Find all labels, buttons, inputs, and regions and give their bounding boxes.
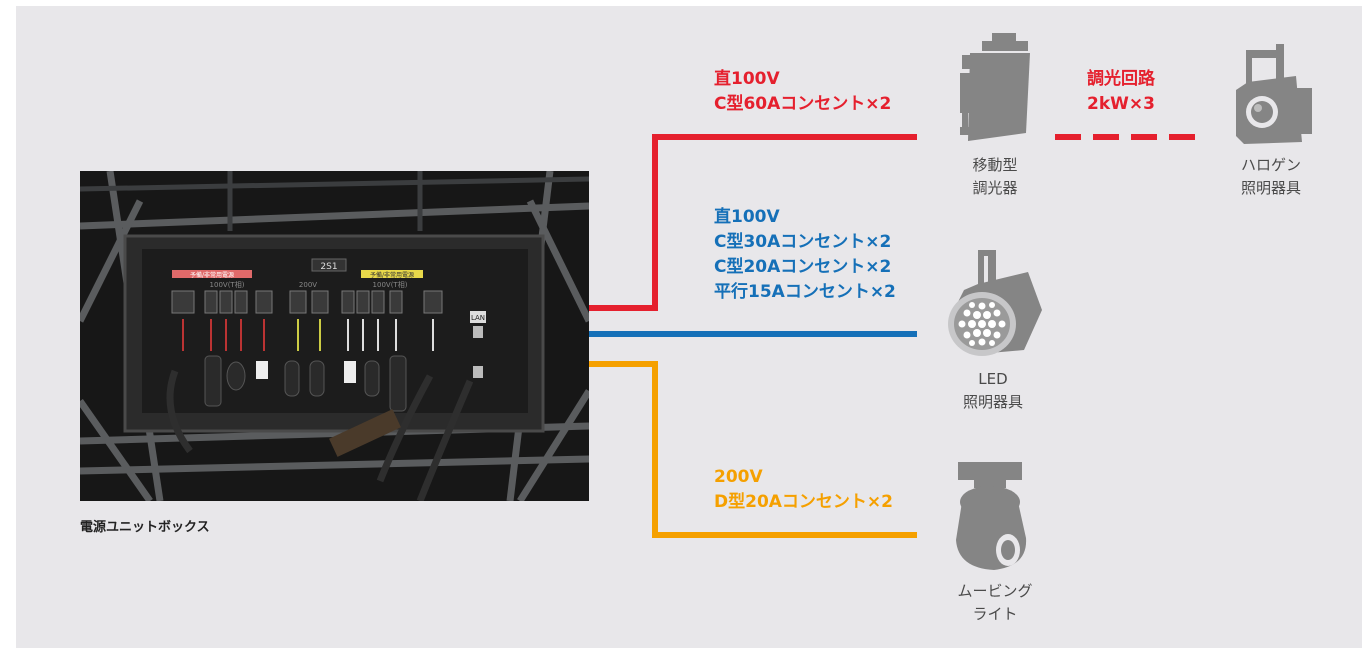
blue-line-label: 直100V C型30Aコンセント×2 C型20Aコンセント×2 平行15Aコンセ…	[714, 205, 896, 305]
red-line-outlet: C型60Aコンセント×2	[714, 94, 892, 114]
dimmer-label: 移動型 調光器	[950, 154, 1040, 200]
led-label: LED 照明器具	[948, 368, 1038, 414]
dimmer-label-line1: 移動型	[972, 156, 1018, 174]
sec-100v-left-label: 100V(T相)	[210, 280, 245, 289]
blue-line-outlet-1: C型30Aコンセント×2	[714, 232, 892, 252]
lan-label: LAN	[471, 314, 485, 322]
red-line-label: 直100V C型60Aコンセント×2	[714, 67, 891, 117]
sec-100v-right-label: 100V(T相)	[373, 280, 408, 289]
led-fixture-icon	[948, 250, 1042, 356]
orange-line-voltage: 200V	[714, 467, 763, 487]
tag-left-label: 予備/非常用電源	[190, 271, 234, 279]
blue-line-voltage: 直100V	[714, 207, 780, 227]
blue-line-outlet-3: 平行15Aコンセント×2	[714, 282, 896, 302]
dimmer-circuit-title: 調光回路	[1087, 69, 1155, 89]
led-label-line2: 照明器具	[962, 393, 1023, 411]
dimmer-circuit-capacity: 2kW×3	[1087, 94, 1155, 114]
moving-light-label: ムービング ライト	[950, 580, 1040, 626]
moving-light-label-line2: ライト	[972, 605, 1018, 623]
orange-wire	[589, 361, 917, 538]
red-wire	[589, 134, 917, 311]
orange-line-outlet: D型20Aコンセント×2	[714, 492, 893, 512]
halogen-fixture-icon	[1236, 44, 1312, 144]
dimmer-circuit-label: 調光回路 2kW×3	[1087, 67, 1155, 117]
moving-light-label-line1: ムービング	[957, 582, 1033, 600]
sec-200v-label: 200V	[299, 281, 317, 289]
led-label-line1: LED	[978, 370, 1008, 388]
photo-caption: 電源ユニットボックス	[80, 520, 210, 535]
red-line-voltage: 直100V	[714, 69, 780, 89]
power-unit-box-photo: 2S1 予備/非常用電源 予備/非常用電源 100V(T相) 200V 100V…	[80, 171, 589, 501]
dimmer-label-line2: 調光器	[972, 179, 1018, 197]
panel-id-label: 2S1	[320, 262, 337, 272]
halogen-label-line2: 照明器具	[1240, 179, 1301, 197]
tag-right-label: 予備/非常用電源	[370, 271, 414, 279]
moving-light-icon	[956, 462, 1027, 570]
portable-dimmer-icon	[960, 33, 1030, 141]
orange-line-label: 200V D型20Aコンセント×2	[714, 465, 893, 515]
halogen-label: ハロゲン 照明器具	[1226, 154, 1316, 200]
blue-line-outlet-2: C型20Aコンセント×2	[714, 257, 892, 277]
halogen-label-line1: ハロゲン	[1240, 156, 1301, 174]
